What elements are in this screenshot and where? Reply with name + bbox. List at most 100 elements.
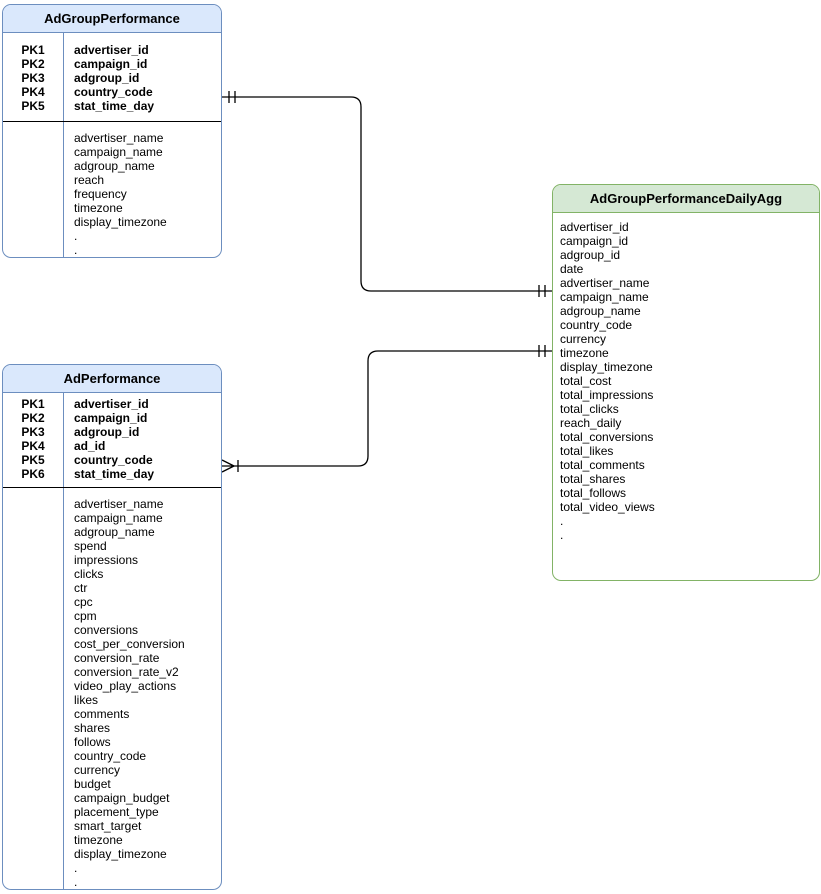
attribute-name: adgroup_id [560, 248, 621, 262]
attribute-name: smart_target [74, 819, 142, 833]
attribute-name: advertiser_name [74, 497, 164, 511]
attribute-name: . [74, 229, 78, 243]
pk-key-label: PK2 [21, 57, 45, 71]
attribute-name: campaign_name [74, 511, 163, 525]
attribute-name: total_impressions [560, 388, 654, 402]
attribute-name: follows [74, 735, 111, 749]
attribute-name: campaign_id [560, 234, 629, 248]
pk-field-name: stat_time_day [74, 99, 155, 113]
pk-key-label: PK4 [21, 439, 45, 453]
attribute-name: comments [74, 707, 130, 721]
attribute-name: display_timezone [74, 215, 167, 229]
pk-field-name: campaign_id [74, 411, 148, 425]
one-and-only-one-notation [228, 91, 236, 103]
attribute-name: frequency [74, 187, 127, 201]
attribute-name: display_timezone [74, 847, 167, 861]
one-and-only-one-notation [538, 345, 546, 357]
attribute-name: timezone [74, 833, 123, 847]
attribute-name: currency [560, 332, 607, 346]
attribute-name: . [74, 875, 78, 889]
pk-key-label: PK4 [21, 85, 45, 99]
pk-key-label: PK3 [21, 71, 45, 85]
attribute-name: total_follows [560, 486, 627, 500]
attribute-name: total_video_views [560, 500, 655, 514]
pk-field-name: advertiser_id [74, 397, 149, 411]
pk-key-label: PK3 [21, 425, 45, 439]
attribute-name: . [74, 861, 78, 875]
attribute-name: adgroup_name [74, 159, 155, 173]
attribute-name: currency [74, 763, 121, 777]
table-title: AdPerformance [3, 365, 221, 393]
pk-field-name: advertiser_id [74, 43, 149, 57]
attribute-name: reach_daily [560, 416, 622, 430]
attribute-name: country_code [74, 749, 147, 763]
pk-key-label: PK2 [21, 411, 45, 425]
attribute-name: timezone [560, 346, 609, 360]
pk-field-name: country_code [74, 85, 153, 99]
attribute-name: advertiser_name [560, 276, 650, 290]
attribute-name: placement_type [74, 805, 159, 819]
attribute-name: . [560, 514, 564, 528]
pk-key-label: PK1 [21, 43, 45, 57]
relationship-edge[interactable] [222, 96, 552, 292]
relationship-adgroupperformance-to-dailyagg[interactable] [222, 91, 552, 297]
attribute-name: shares [74, 721, 111, 735]
attribute-name: spend [74, 539, 107, 553]
attribute-name: conversion_rate_v2 [74, 665, 179, 679]
pk-field-name: adgroup_id [74, 71, 140, 85]
attribute-name: cpm [74, 609, 97, 623]
pk-field-name: ad_id [74, 439, 106, 453]
attribute-name: conversions [74, 623, 139, 637]
attribute-name: cost_per_conversion [74, 637, 185, 651]
attribute-name: total_cost [560, 374, 612, 388]
table-title: AdGroupPerformance [3, 5, 221, 33]
pk-key-column-empty [3, 122, 64, 257]
attribute-name: adgroup_name [74, 525, 155, 539]
attribute-name: country_code [560, 318, 633, 332]
pk-field-name: country_code [74, 453, 153, 467]
pk-field-name: campaign_id [74, 57, 148, 71]
crow-foot-many-notation [221, 459, 239, 473]
attribute-name: reach [74, 173, 105, 187]
attribute-name: campaign_budget [74, 791, 170, 805]
pk-key-label: PK1 [21, 397, 45, 411]
attribute-name: likes [74, 693, 99, 707]
pk-key-label: PK5 [21, 453, 45, 467]
attribute-name: advertiser_name [74, 131, 164, 145]
attribute-name: video_play_actions [74, 679, 177, 693]
attribute-name: total_comments [560, 458, 645, 472]
attribute-name: total_likes [560, 444, 614, 458]
pk-field-name: adgroup_id [74, 425, 140, 439]
pk-field-name: stat_time_day [74, 467, 155, 481]
attribute-name: budget [74, 777, 111, 791]
relationship-edge[interactable] [222, 350, 552, 467]
attribute-name: impressions [74, 553, 139, 567]
attribute-name: total_clicks [560, 402, 619, 416]
attribute-name: cpc [74, 595, 93, 609]
relationship-adperformance-to-dailyagg[interactable] [221, 345, 552, 473]
attribute-name: adgroup_name [560, 304, 641, 318]
table-title: AdGroupPerformanceDailyAgg [553, 185, 819, 213]
attribute-name: conversion_rate [74, 651, 160, 665]
attribute-name: advertiser_id [560, 220, 629, 234]
entity-table-adgroupperformancedailyagg[interactable]: AdGroupPerformanceDailyAgg advertiser_id… [552, 184, 820, 581]
attribute-name: date [560, 262, 584, 276]
attribute-name: total_conversions [560, 430, 654, 444]
attribute-name: total_shares [560, 472, 626, 486]
attribute-name: campaign_name [74, 145, 163, 159]
attribute-name: timezone [74, 201, 123, 215]
attribute-name: display_timezone [560, 360, 653, 374]
attribute-name: clicks [74, 567, 104, 581]
attribute-name: ctr [74, 581, 88, 595]
pk-key-column-empty [3, 488, 64, 889]
